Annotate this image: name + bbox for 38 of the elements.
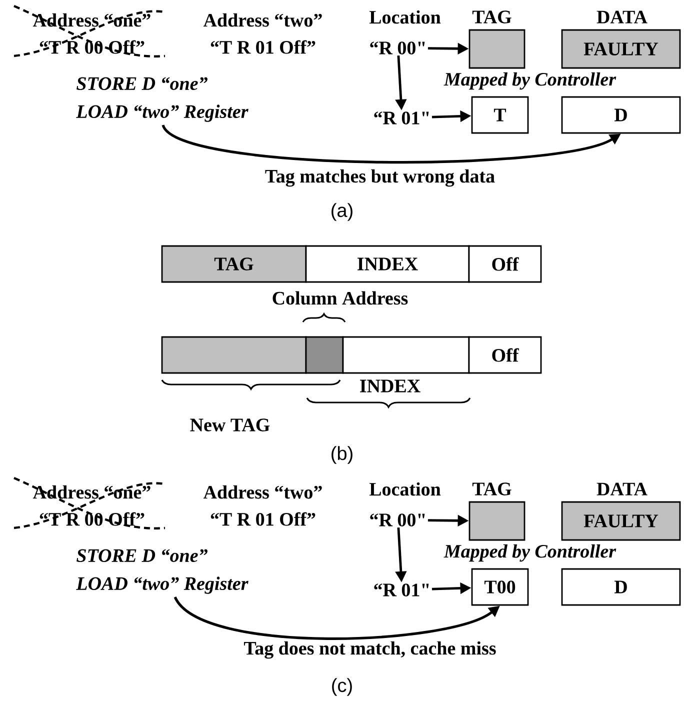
location-label: “R 01" <box>374 112 429 124</box>
brace-label: INDEX <box>360 380 420 392</box>
edge-label: Tag matches but wrong data <box>264 168 496 188</box>
address-text: Address “two” <box>203 13 322 27</box>
panel-caption: (c) <box>332 678 352 696</box>
panel-caption: (b) <box>332 446 352 464</box>
data-cell: D <box>561 568 681 606</box>
instruction-text: STORE D “one” LOAD “two” Register <box>76 549 248 594</box>
brace-label: New TAG <box>190 418 270 432</box>
data-cell: FAULTY <box>561 501 681 541</box>
address-text: “T R 01 Off” <box>210 40 316 54</box>
tag-cell <box>468 29 526 69</box>
address-field-segment: Off <box>468 336 542 374</box>
annotation-text: Mapped by Controller <box>444 544 616 562</box>
address-field-segment: TAG <box>161 245 307 283</box>
column-heading: TAG <box>472 482 512 496</box>
address-text: Address “two” <box>203 485 322 499</box>
column-heading: TAG <box>472 10 512 24</box>
location-label: “R 00" <box>370 514 425 526</box>
panel-caption: (a) <box>332 203 352 221</box>
data-cell: FAULTY <box>561 29 681 69</box>
tag-cell: T00 <box>471 568 529 606</box>
brace-label: Column Address <box>272 291 408 305</box>
column-heading: Location <box>369 482 441 496</box>
instruction-text: STORE D “one” LOAD “two” Register <box>76 77 248 122</box>
annotation-text: Mapped by Controller <box>444 72 616 90</box>
address-field-segment: Off <box>468 245 542 283</box>
tag-cell <box>468 501 526 541</box>
data-cell: D <box>561 96 681 134</box>
address-text: “T R 01 Off” <box>210 512 316 526</box>
column-heading: Location <box>369 10 441 24</box>
address-field-segment <box>342 336 470 374</box>
address-field-segment <box>305 336 344 374</box>
location-label: “R 00" <box>370 42 425 54</box>
tag-cell: T <box>471 96 529 134</box>
address-field-segment <box>161 336 307 374</box>
edge-label: Tag does not match, cache miss <box>242 640 498 660</box>
location-label: “R 01" <box>374 584 429 596</box>
